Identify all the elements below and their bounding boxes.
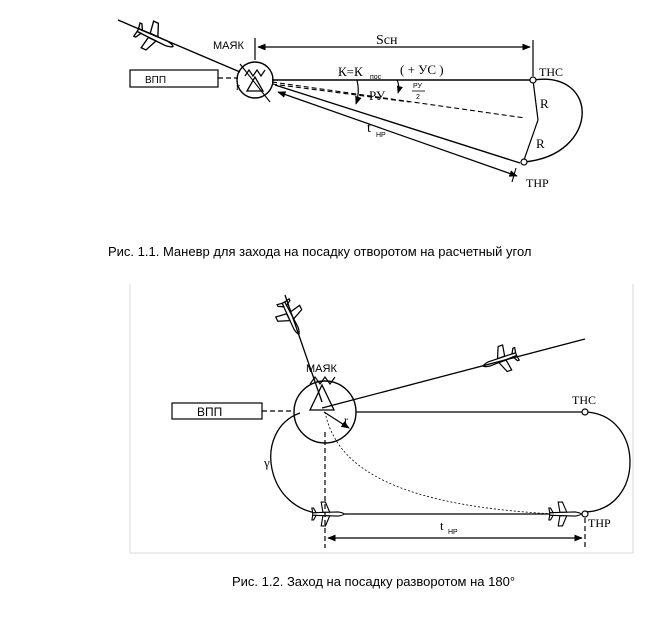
inbound-track — [117, 19, 241, 73]
figure-2: ВПП МАЯК r γ ТНС ТНР t НР — [129, 284, 634, 554]
start-turn-label: ТНС — [572, 393, 596, 407]
radius-arrow — [323, 411, 350, 429]
direct-path — [324, 411, 556, 515]
course-label: К=К — [338, 64, 363, 79]
beacon-icon — [308, 383, 336, 411]
time-sub: НР — [376, 132, 386, 139]
end-tick — [511, 167, 517, 183]
radius-label: r — [236, 81, 240, 93]
outbound-leg — [274, 84, 521, 164]
beacon-icon — [245, 75, 265, 92]
turn-arc — [523, 78, 583, 163]
course-sub: пос — [370, 74, 382, 81]
turn-radius-label-b: R — [536, 136, 545, 151]
time-label: t — [367, 121, 371, 136]
beacon-label: МАЯК — [213, 40, 244, 52]
end-turn-label: ТНР — [526, 176, 549, 190]
gamma-label: γ — [263, 455, 270, 470]
beacon-slash — [239, 63, 271, 103]
airplane-icon — [130, 15, 180, 61]
radius-label: r — [344, 413, 348, 427]
distance-label: Sсн — [376, 33, 398, 48]
time-label: t — [440, 518, 444, 533]
left-turn-arc — [270, 412, 326, 515]
beacon-label: МАЯК — [306, 363, 337, 375]
time-sub: НР — [448, 529, 458, 536]
right-turn-arc — [584, 411, 631, 513]
runway-label: ВПП — [197, 405, 222, 419]
airplane-icon-east — [477, 340, 523, 380]
radius-line-b — [523, 119, 539, 161]
inbound-track — [284, 294, 323, 403]
half-angle-arc — [396, 79, 403, 94]
turn-angle-label: РУ — [369, 88, 386, 103]
airplane-icon-north — [270, 295, 312, 341]
figure-1-caption: Рис. 1.1. Маневр для захода на посадку о… — [108, 244, 532, 259]
time-arrow — [277, 91, 518, 177]
runway-label: ВПП — [145, 75, 166, 86]
half-angle-top: РУ — [413, 83, 423, 90]
radius-line-a — [532, 79, 539, 121]
turn-radius-label-a: R — [540, 96, 549, 111]
end-turn-label: ТНР — [588, 516, 611, 530]
airplane-icon-inbound-start — [311, 501, 345, 527]
half-angle-line — [271, 83, 411, 103]
start-turn-label: ТНС — [539, 65, 563, 79]
turn-angle-arc — [355, 79, 362, 105]
half-angle-bottom: 2 — [416, 94, 420, 101]
start-turn-point — [581, 408, 589, 416]
end-turn-point — [581, 510, 589, 518]
airplane-icon-inbound-end — [548, 501, 582, 527]
figure-1: ВПП МАЯК r Sсн К=К пос ( + УС ) РУ РУ 2 … — [117, 15, 583, 190]
beacon-wave-icon — [309, 375, 336, 386]
start-turn-point — [529, 76, 537, 84]
runway-box — [129, 69, 219, 88]
figure-2-caption: Рис. 1.2. Заход на посадку разворотом на… — [232, 574, 516, 589]
end-turn-point — [520, 158, 528, 166]
departure-track — [321, 338, 586, 409]
beacon-wave-icon — [244, 68, 266, 78]
drift-label: ( + УС ) — [400, 62, 444, 77]
